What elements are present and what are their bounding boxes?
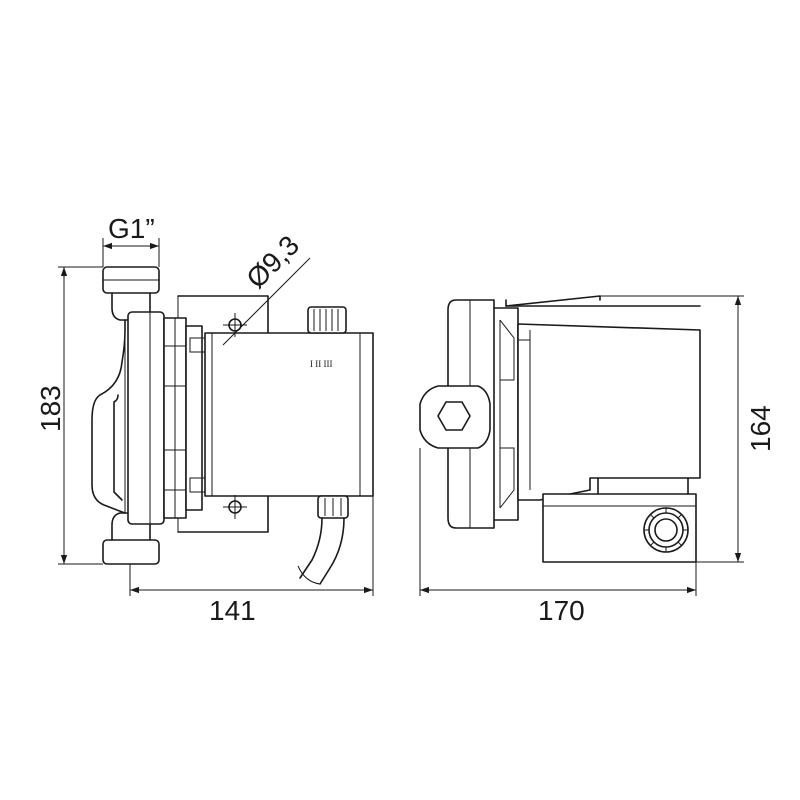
flange-plate [127,311,207,525]
side-cable-gland [643,507,689,553]
top-union-nut [102,266,160,321]
dimension-height-front: 183 [35,266,103,565]
height-side-label: 164 [745,405,776,452]
speed-selector-knob: I II III [307,306,347,369]
motor-housing [204,332,374,497]
length-side-label: 170 [538,595,585,626]
bottom-union-nut [102,512,160,565]
hole-diameter-label: Ø9,3 [240,229,305,294]
cable-gland [297,495,349,585]
front-view: I II III G1” Ø9,3 183 [35,213,374,626]
mounting-hole-bottom [223,495,247,519]
thread-size-label: G1” [108,213,155,244]
height-front-label: 183 [35,385,66,432]
dimension-length-front: 141 [129,496,374,626]
side-view: 164 170 [419,295,776,626]
pump-body [91,319,156,514]
side-motor-body [517,323,701,501]
side-top-bracket [505,295,701,307]
dimension-thread: G1” [102,213,160,267]
dimension-length-side: 170 [419,448,697,626]
pipe-connection [419,385,491,449]
side-terminal-box [542,477,697,563]
speed-switch-label: I II III [310,359,332,369]
length-front-label: 141 [209,595,256,626]
dimension-hole: Ø9,3 [222,229,311,346]
dimension-height-side: 164 [600,295,776,563]
